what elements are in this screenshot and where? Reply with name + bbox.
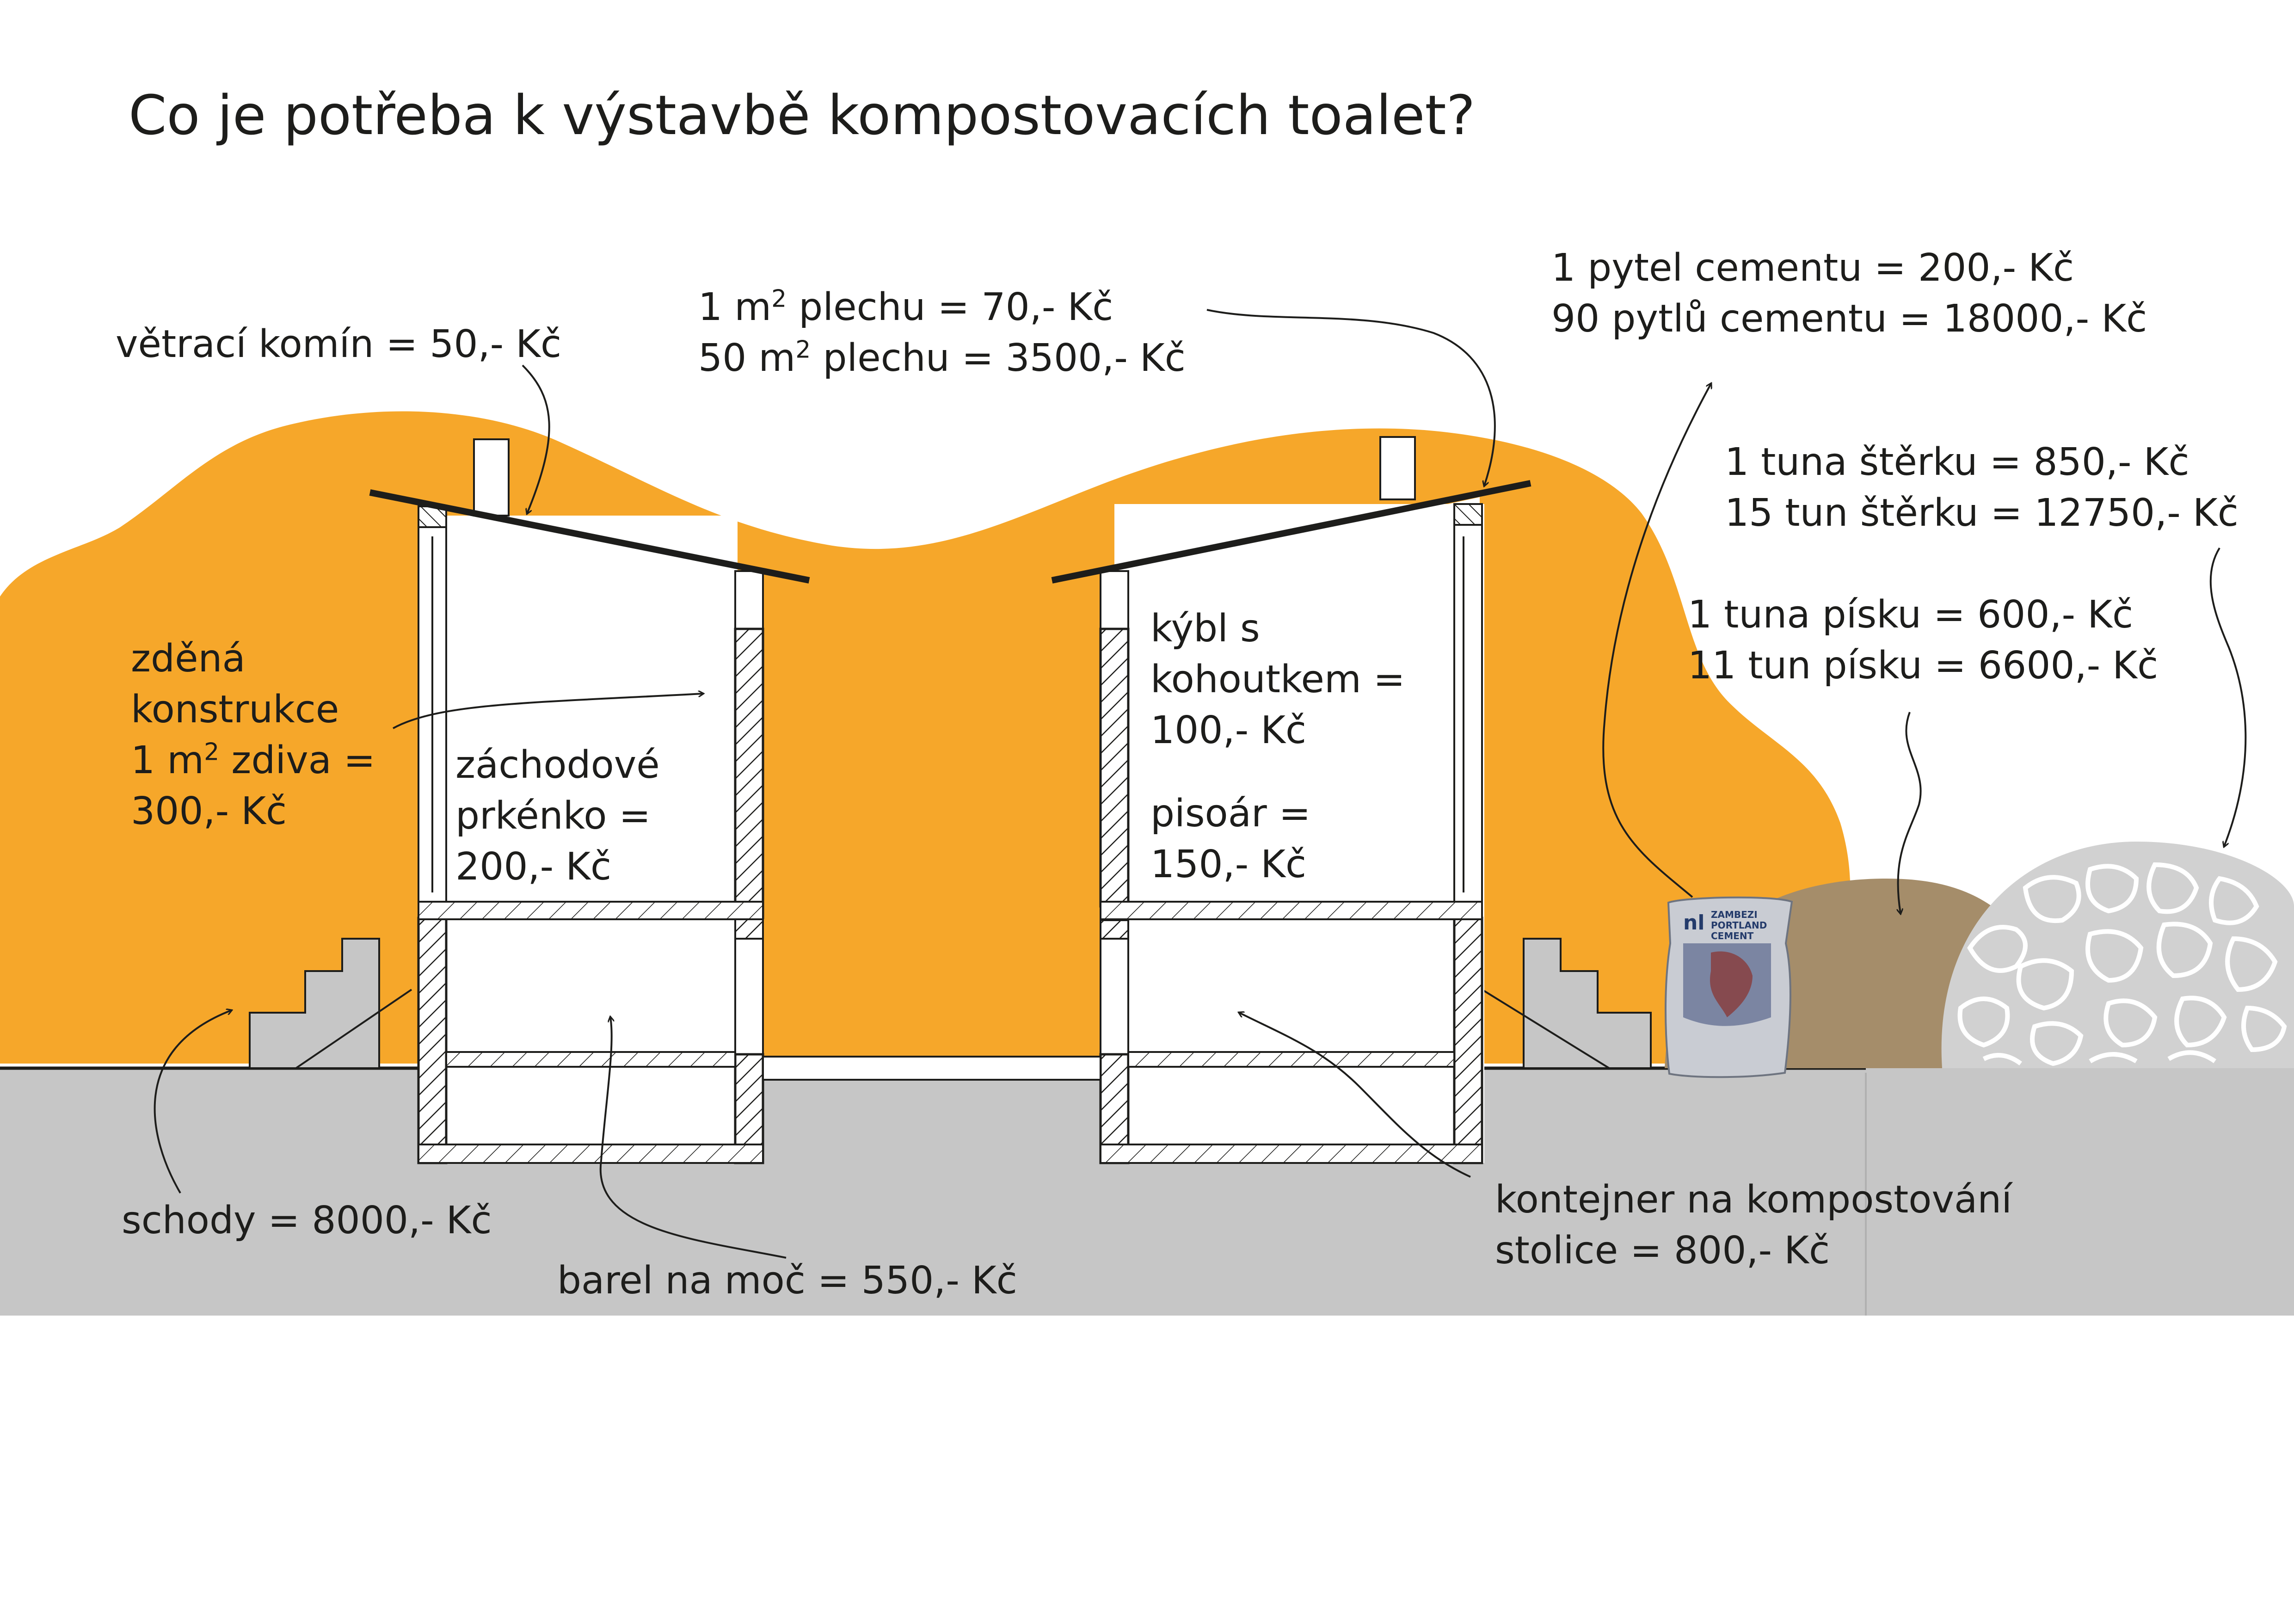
arrow-sterk <box>2209 547 2247 846</box>
label-zdena-3-a: 1 m <box>131 738 204 782</box>
ground-right-block <box>1866 1068 2294 1316</box>
arrow-pisek <box>1898 712 1922 913</box>
label-cement-1: 1 pytel cementu = 200,- Kč <box>1551 246 2074 290</box>
label-kybl-2: kohoutkem = <box>1150 658 1405 701</box>
vent-chimney-left <box>473 438 510 517</box>
vent-chimney-right <box>1379 436 1416 500</box>
left-toilet <box>369 438 810 1164</box>
arrow-barel <box>599 1017 787 1259</box>
label-kontejner-1: kontejner na kompostování <box>1495 1178 2012 1222</box>
label-zdena-3-sup: 2 <box>204 738 220 766</box>
arrow-icon <box>154 309 2247 1259</box>
label-zdena-1: zděná <box>131 637 246 681</box>
label-kontejner-2: stolice = 800,- Kč <box>1495 1229 1830 1273</box>
label-barel: barel na moč = 550,- Kč <box>557 1259 1017 1303</box>
label-prkenko-1: záchodové <box>455 743 660 787</box>
arrow-cement <box>1602 384 1711 898</box>
roof-left <box>369 489 810 584</box>
label-prkenko-3: 200,- Kč <box>455 845 612 889</box>
stairs-right-diagonal <box>1481 989 1610 1069</box>
arrow-plech <box>1206 309 1496 486</box>
label-plech-1: 1 m2 plechu = 70,- Kč <box>698 282 1113 333</box>
label-zdena-3-b: zdiva = <box>219 738 375 782</box>
label-kybl-3: 100,- Kč <box>1150 708 1307 752</box>
label-cement-90: 90 pytlů cementu = 18000,- Kč <box>1551 297 2147 341</box>
cement-bag-icon: ZAMBEZI PORTLAND CEMENT nl <box>1665 896 1793 1078</box>
label-pisoar-1: pisoár = <box>1150 792 1311 836</box>
label-zdena-2: konstrukce <box>131 688 339 732</box>
label-plech-50: 50 m2 plechu = 3500,- Kč <box>698 333 1186 384</box>
right-toilet <box>1051 436 1531 1164</box>
label-plech-50-sup: 2 <box>795 336 811 364</box>
cement-bag-logo: nl <box>1683 911 1704 935</box>
label-prkenko-2: prkénko = <box>455 794 651 838</box>
stairs-left <box>249 938 380 1069</box>
arrow-vetraci-komin <box>522 364 550 513</box>
arrow-schody <box>154 1010 231 1194</box>
label-plech-1-sup: 2 <box>771 285 787 313</box>
label-sterk-1: 1 tuna štěrku = 850,- Kč <box>1725 440 2189 484</box>
arrow-kontejner <box>1239 1013 1471 1178</box>
label-kybl-1: kýbl s <box>1150 607 1260 651</box>
stairs-left-diagonal <box>295 989 412 1069</box>
label-zdena-4: 300,- Kč <box>131 789 287 833</box>
label-plech-1-b: plechu = 70,- Kč <box>787 285 1113 329</box>
label-pisoar-2: 150,- Kč <box>1150 843 1307 886</box>
roof-right <box>1051 480 1531 584</box>
cement-bag-text-3: CEMENT <box>1711 930 1754 941</box>
arrow-zdena <box>393 694 703 729</box>
label-vetraci-komin: větrací komín = 50,- Kč <box>116 322 562 366</box>
label-pisek-1: 1 tuna písku = 600,- Kč <box>1688 593 2134 637</box>
connecting-pipe <box>762 1056 1101 1081</box>
label-plech-50-a: 50 m <box>698 336 796 380</box>
cement-bag-text-1: ZAMBEZI <box>1711 909 1758 920</box>
label-pisek-11: 11 tun písku = 6600,- Kč <box>1688 644 2159 688</box>
label-sterk-15: 15 tun štěrku = 12750,- Kč <box>1725 491 2239 535</box>
cement-bag-text-2: PORTLAND <box>1711 920 1767 931</box>
label-zdena-3: 1 m2 zdiva = <box>131 735 375 786</box>
label-plech-1-a: 1 m <box>698 285 772 329</box>
label-plech-50-b: plechu = 3500,- Kč <box>811 336 1186 380</box>
gravel-pile-icon <box>1941 842 2294 1068</box>
label-schody: schody = 8000,- Kč <box>122 1199 492 1243</box>
page-title: Co je potřeba k výstavbě kompostovacích … <box>129 83 1476 147</box>
